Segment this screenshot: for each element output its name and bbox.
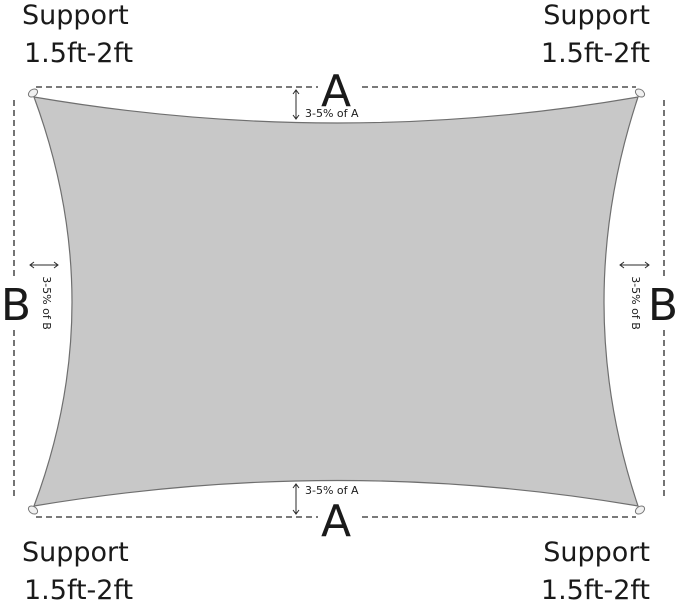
- support-label-bottom-left-line1: Support: [22, 537, 129, 568]
- support-label-top-right-line1: Support: [543, 0, 650, 31]
- sag-arrow-left: [29, 261, 59, 269]
- support-label-top-left-line1: Support: [22, 0, 129, 31]
- side-label-left: B: [1, 280, 31, 331]
- shade-sail: [33, 96, 639, 507]
- sag-arrow-bottom: [292, 483, 300, 515]
- support-label-bottom-left-line2: 1.5ft-2ft: [24, 575, 133, 605]
- support-label-bottom-right-line1: Support: [543, 537, 650, 568]
- support-label-top-left-line2: 1.5ft-2ft: [24, 38, 133, 69]
- corner-ring-bottom-left: [27, 505, 39, 515]
- sag-arrow-top: [292, 89, 300, 120]
- corner-ring-top-right: [634, 88, 646, 98]
- sag-note-bottom: 3-5% of A: [305, 484, 359, 497]
- corner-ring-bottom-right: [634, 505, 646, 515]
- support-label-bottom-right-line2: 1.5ft-2ft: [541, 575, 650, 605]
- side-label-top: A: [321, 66, 351, 117]
- side-label-right: B: [648, 280, 678, 331]
- corner-ring-top-left: [27, 88, 39, 98]
- sag-note-right: 3-5% of B: [629, 276, 642, 330]
- sag-note-top: 3-5% of A: [305, 107, 359, 120]
- sag-arrow-right: [619, 261, 650, 269]
- support-label-top-right-line2: 1.5ft-2ft: [541, 38, 650, 69]
- sag-note-left: 3-5% of B: [40, 276, 53, 330]
- side-label-bottom: A: [321, 496, 351, 547]
